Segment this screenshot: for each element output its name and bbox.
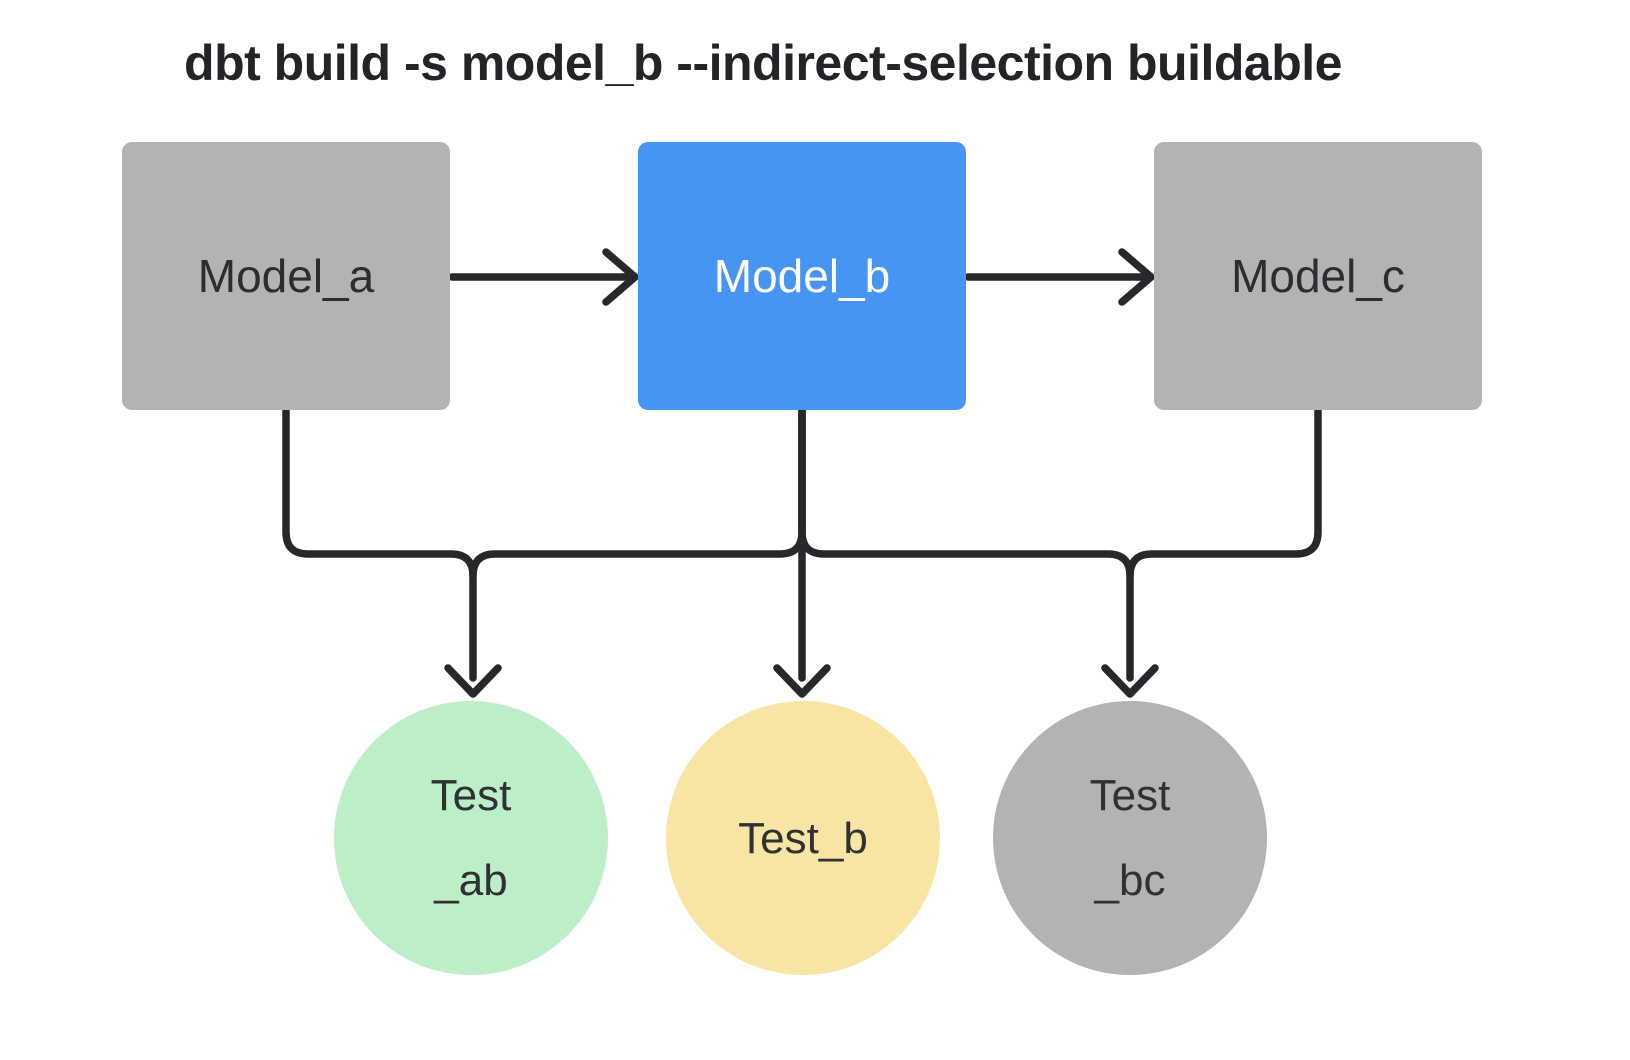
arrowhead-test-bc	[1101, 664, 1159, 698]
model-c-node: Model_c	[1154, 142, 1482, 410]
arrowhead-test-b	[773, 664, 831, 698]
model-b-label: Model_b	[713, 250, 891, 302]
edge-model-c-to-test-bc	[1126, 406, 1322, 580]
arrowhead-model-b	[602, 248, 639, 306]
test-bc-label-line1: Test	[1089, 771, 1171, 820]
model-c-label: Model_c	[1231, 250, 1405, 302]
edge-model-a-to-test-ab	[282, 406, 477, 682]
test-b-node: Test_b	[666, 701, 940, 975]
test-ab-label-line2: _ab	[434, 856, 508, 905]
diagram-title: dbt build -s model_b --indirect-selectio…	[184, 35, 1342, 91]
model-b-node: Model_b	[638, 142, 966, 410]
test-ab-node: Test _ab	[334, 701, 608, 975]
test-ab-label-line1: Test	[430, 771, 512, 820]
edge-model-b-to-test-ab	[469, 406, 806, 580]
model-a-node: Model_a	[122, 142, 450, 410]
test-bc-label-line2: _bc	[1094, 856, 1166, 905]
arrowhead-model-c	[1118, 248, 1155, 306]
test-b-label-line1: Test_b	[738, 813, 868, 863]
edge-model-b-to-test-bc	[798, 406, 1134, 682]
arrowhead-test-ab	[444, 664, 502, 698]
test-bc-node: Test _bc	[993, 701, 1267, 975]
model-a-label: Model_a	[197, 250, 375, 302]
